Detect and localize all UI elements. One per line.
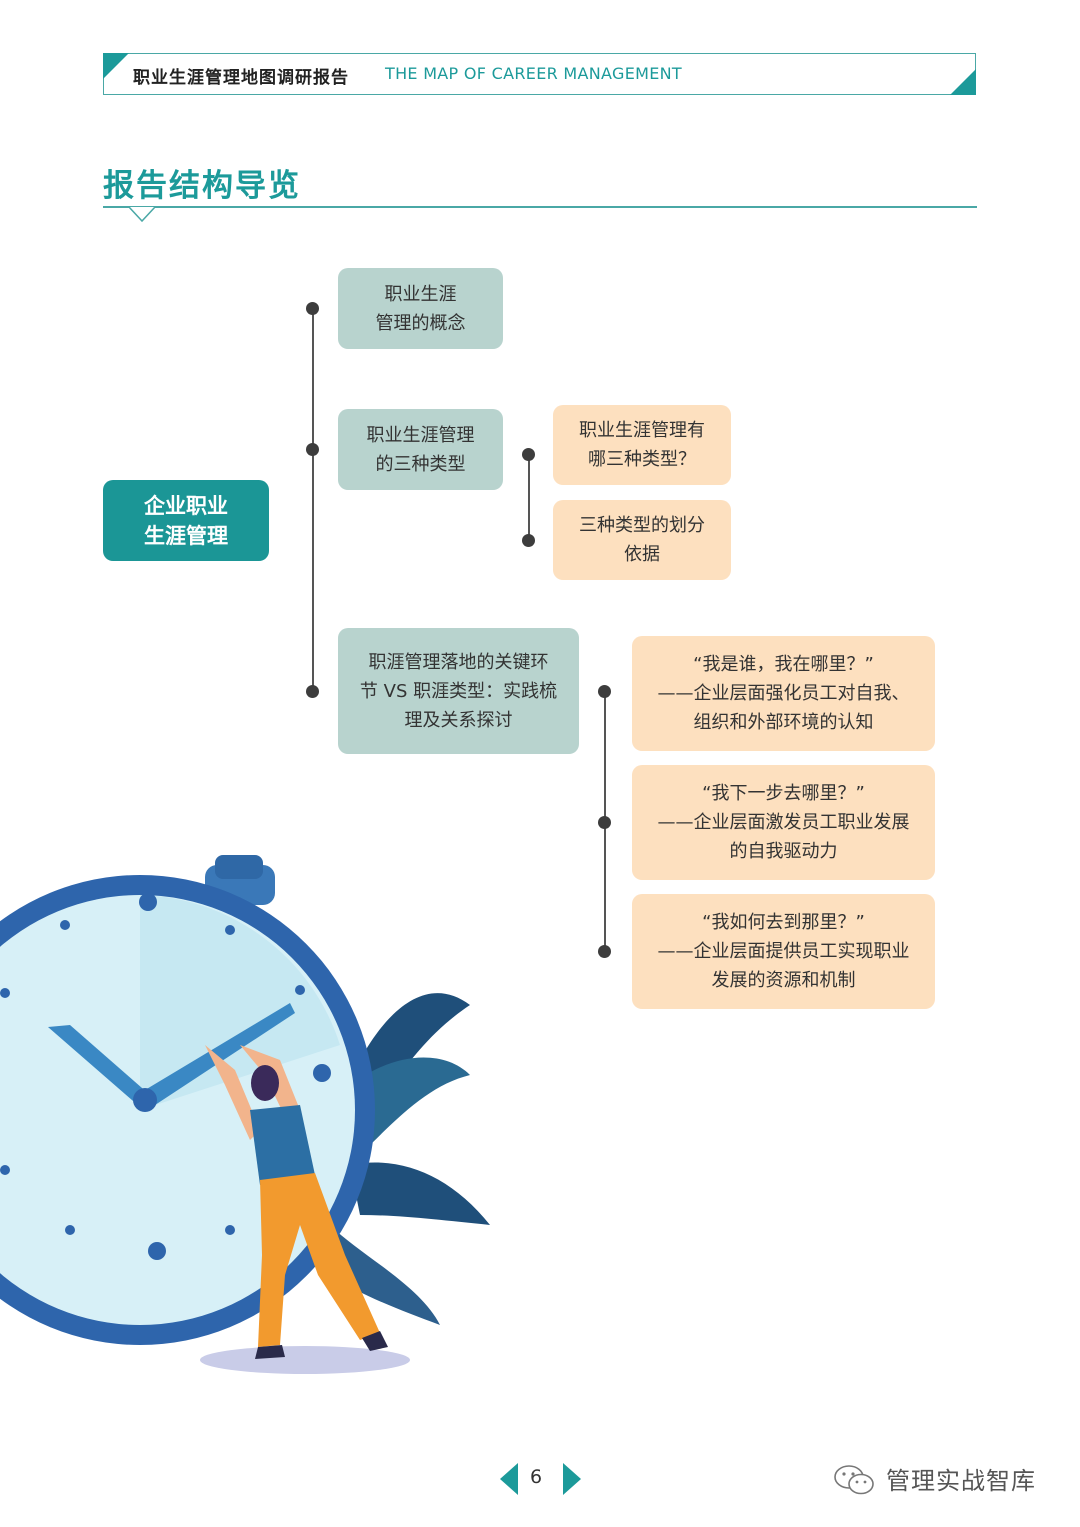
next-page-icon[interactable] xyxy=(563,1463,581,1495)
node-career-concept: 职业生涯 管理的概念 xyxy=(338,268,503,349)
header-corner-left xyxy=(103,53,129,79)
report-title-en: THE MAP OF CAREER MANAGEMENT xyxy=(385,64,682,83)
trunk-line xyxy=(312,308,314,691)
node-dot xyxy=(598,945,611,958)
node-which-types: 职业生涯管理有 哪三种类型？ xyxy=(553,405,731,485)
header-band xyxy=(103,53,976,95)
node-key-practices: 职涯管理落地的关键环 节 VS 职涯类型：实践梳 理及关系探讨 xyxy=(338,628,579,754)
prev-page-icon[interactable] xyxy=(500,1463,518,1495)
report-title-cn: 职业生涯管理地图调研报告 xyxy=(133,68,349,88)
node-dot xyxy=(598,816,611,829)
root-node: 企业职业 生涯管理 xyxy=(103,480,269,561)
clock-illustration xyxy=(0,855,490,1374)
node-dot xyxy=(522,448,535,461)
title-underline xyxy=(103,206,977,208)
types-branch-line xyxy=(528,454,530,540)
node-how-get-there: “我如何去到那里？” ——企业层面提供员工实现职业 发展的资源和机制 xyxy=(632,894,935,1009)
header-corner-right xyxy=(950,69,976,95)
page-number: 6 xyxy=(530,1466,543,1488)
watermark-text: 管理实战智库 xyxy=(886,1467,1036,1495)
node-dot xyxy=(598,685,611,698)
node-who-am-i: “我是谁，我在哪里？” ——企业层面强化员工对自我、 组织和外部环境的认知 xyxy=(632,636,935,751)
node-dot xyxy=(306,685,319,698)
section-title: 报告结构导览 xyxy=(103,168,301,204)
node-dot xyxy=(306,443,319,456)
wechat-icon xyxy=(834,1465,874,1495)
node-dot xyxy=(306,302,319,315)
title-notch-icon xyxy=(129,207,155,223)
node-dot xyxy=(522,534,535,547)
node-where-next: “我下一步去哪里？” ——企业层面激发员工职业发展 的自我驱动力 xyxy=(632,765,935,880)
node-type-basis: 三种类型的划分 依据 xyxy=(553,500,731,580)
node-career-types: 职业生涯管理 的三种类型 xyxy=(338,409,503,490)
